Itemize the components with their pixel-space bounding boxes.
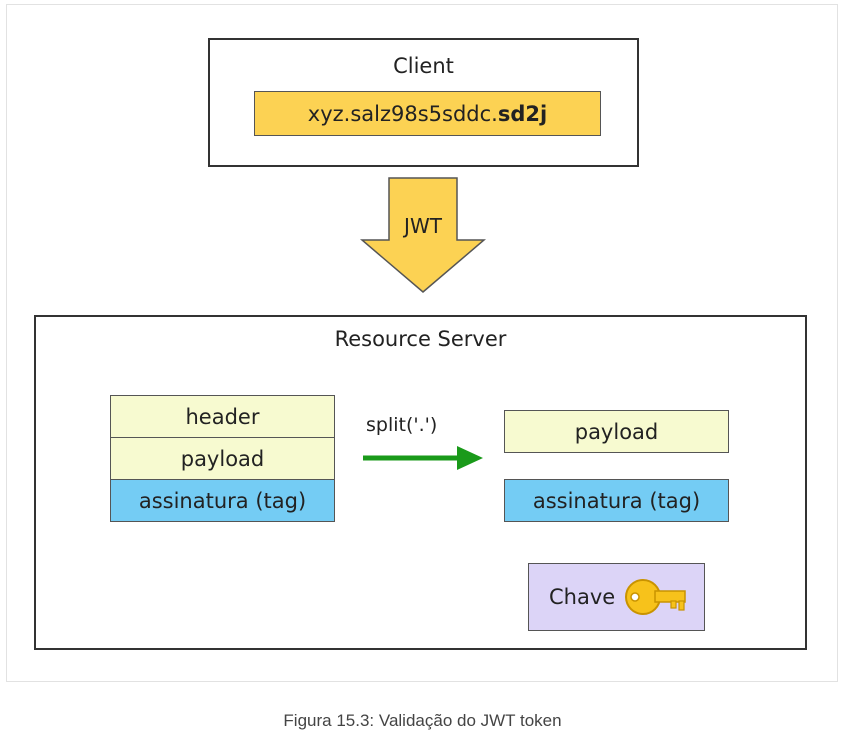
token-part-header: header	[110, 395, 335, 438]
split-label: split('.')	[366, 414, 438, 436]
jwt-down-arrow	[360, 177, 486, 293]
split-arrow	[363, 446, 483, 470]
token-prefix: xyz.salz98s5sddc.	[307, 101, 498, 126]
figure-caption: Figura 15.3: Validação do JWT token	[283, 711, 562, 730]
client-box: Client xyz.salz98s5sddc.sd2j	[208, 38, 639, 167]
extracted-payload: payload	[504, 410, 729, 453]
token-signature: sd2j	[497, 101, 548, 126]
token-part-payload: payload	[110, 437, 335, 480]
key-box: Chave	[528, 563, 705, 631]
resource-server-box: Resource Server header payload assinatur…	[34, 315, 807, 650]
key-icon	[625, 579, 686, 615]
server-title: Resource Server	[334, 327, 507, 351]
extracted-signature: assinatura (tag)	[504, 479, 729, 522]
client-token: xyz.salz98s5sddc.sd2j	[254, 91, 601, 136]
key-label: Chave	[549, 585, 616, 609]
client-title: Client	[393, 54, 454, 78]
jwt-label: JWT	[404, 214, 442, 238]
token-part-signature: assinatura (tag)	[110, 479, 335, 522]
